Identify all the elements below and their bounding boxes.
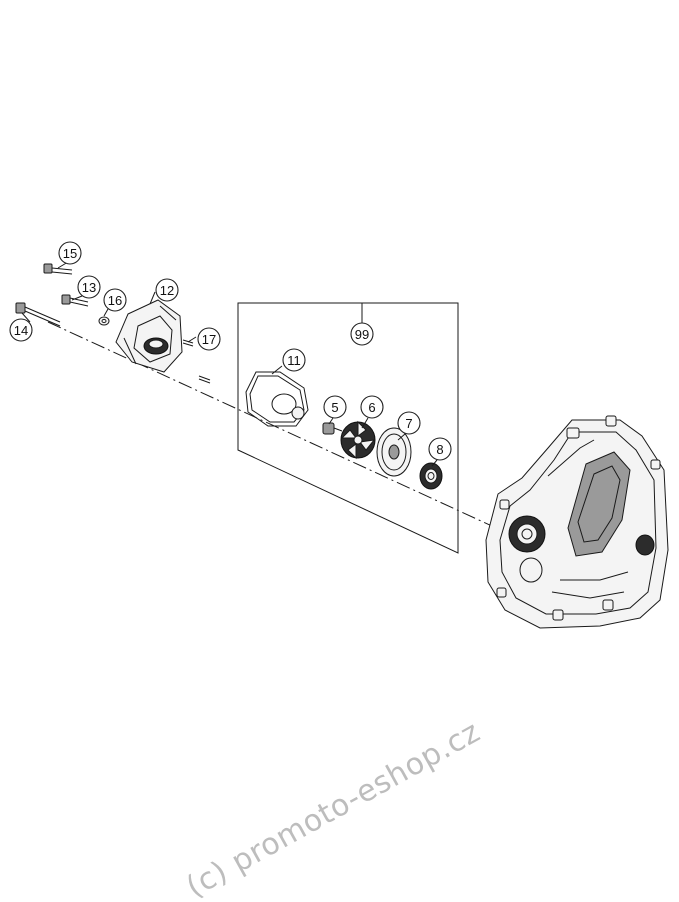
engine-case-cover: [485, 415, 669, 629]
kit-group-outline: [237, 302, 459, 554]
svg-text:8: 8: [436, 442, 443, 457]
callout-15: 15: [58, 241, 82, 265]
bolt-14: [15, 302, 61, 327]
callout-12: 12: [155, 278, 179, 302]
svg-text:15: 15: [63, 246, 77, 261]
dowel-pin-17b: [198, 375, 211, 384]
callout-14: 14: [9, 318, 33, 342]
callout-17: 17: [197, 327, 221, 351]
seal-8: [419, 462, 443, 490]
svg-text:6: 6: [368, 400, 375, 415]
svg-text:7: 7: [405, 416, 412, 431]
callout-7: 7: [397, 411, 421, 435]
svg-text:13: 13: [82, 280, 96, 295]
callout-99: 99: [350, 322, 374, 346]
dowel-pin-17a: [182, 339, 194, 347]
callout-13: 13: [77, 275, 101, 299]
gasket-11: [245, 371, 309, 427]
svg-text:5: 5: [331, 400, 338, 415]
svg-text:99: 99: [355, 327, 369, 342]
bolt-13: [61, 294, 89, 307]
callout-16: 16: [103, 288, 127, 312]
callout-5: 5: [323, 395, 347, 419]
pump-ring-small: [291, 406, 305, 420]
impeller-6: [340, 420, 376, 460]
svg-text:14: 14: [14, 323, 28, 338]
assembly-axis: [47, 321, 506, 533]
pump-shaft-7: [376, 427, 412, 477]
callout-11: 11: [282, 348, 306, 372]
bolt-15: [43, 263, 73, 275]
washer-16: [98, 316, 110, 326]
callout-6: 6: [360, 395, 384, 419]
svg-text:12: 12: [160, 283, 174, 298]
watermark-text: (c) promoto-eshop.cz: [181, 714, 486, 902]
pump-cover-12: [115, 299, 183, 373]
svg-text:16: 16: [108, 293, 122, 308]
svg-text:17: 17: [202, 332, 216, 347]
callout-8: 8: [428, 437, 452, 461]
svg-text:11: 11: [287, 353, 301, 368]
nut-5: [322, 422, 343, 435]
